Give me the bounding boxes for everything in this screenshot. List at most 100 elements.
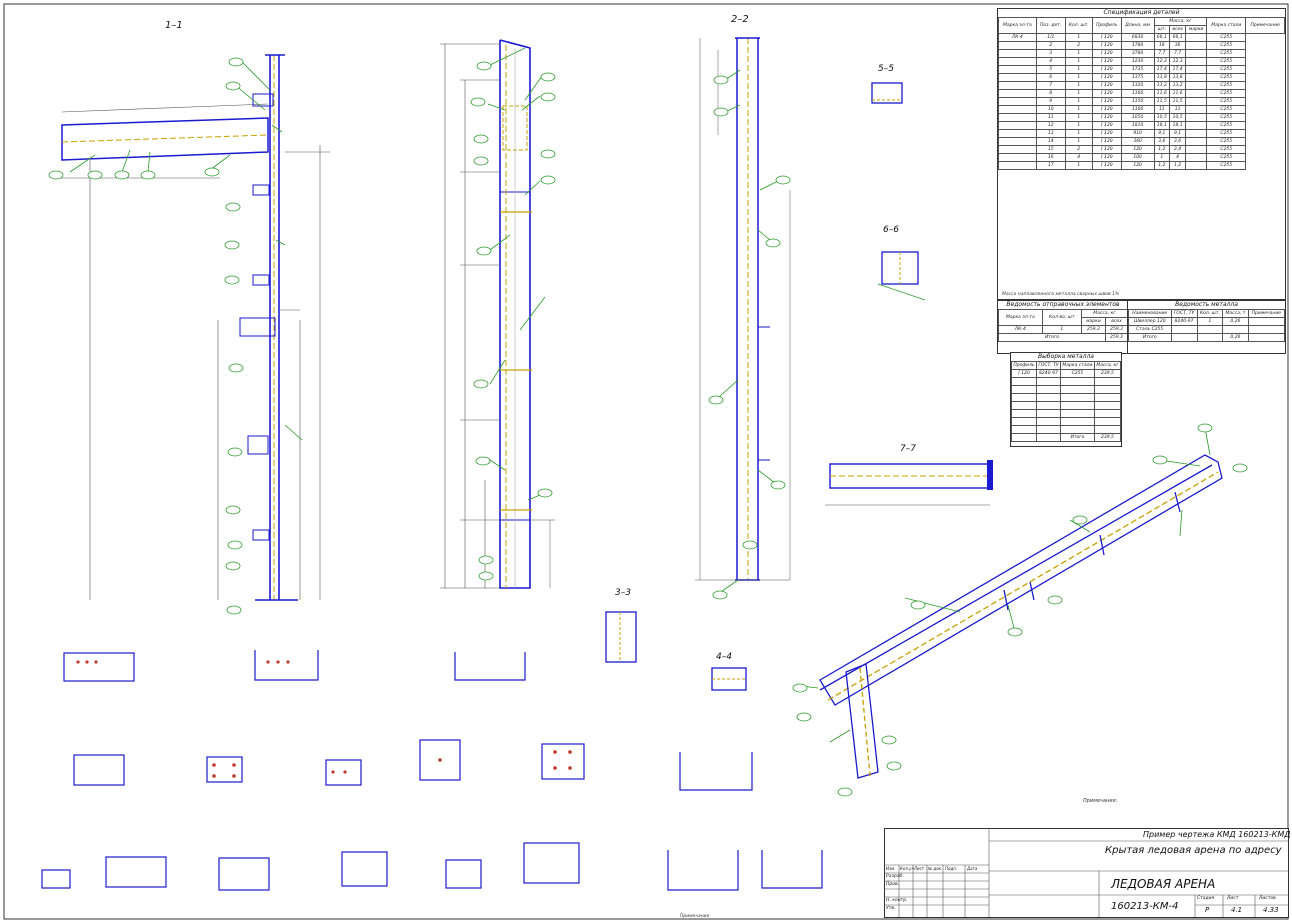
spec-row-cell: 1 <box>1153 153 1171 162</box>
statement-cell: ЛК-4 <box>998 325 1043 334</box>
sortament-row-cell <box>1035 433 1061 442</box>
spec-row-cell <box>998 137 1037 146</box>
statement-table-grid: Марка эл-та Кол-во, шт Масса, кг марки в… <box>997 309 1129 342</box>
statement-table: Ведомость отправочных элементов Марка эл… <box>997 300 1129 354</box>
steel-row: Итого 0,26 <box>1128 333 1286 342</box>
sortament-col-gost: ГОСТ, ТУ <box>1035 361 1061 370</box>
spec-col-mass-all: всех <box>1169 25 1187 34</box>
steel-col-qty: Кол. шт. <box>1196 309 1224 318</box>
col-header: Кол.уч <box>900 866 914 871</box>
spec-row-cell: 12,3 <box>1153 57 1171 66</box>
spec-row-cell: 1 <box>1064 57 1093 66</box>
sortament-row-cell <box>1035 377 1061 386</box>
detail-holes <box>76 660 572 778</box>
sortament-row-cell <box>1035 417 1061 426</box>
spec-row-cell: 120 <box>1120 161 1155 170</box>
title-block-grid <box>885 829 1288 917</box>
role-label: Разраб. <box>886 874 904 879</box>
sortament-row-cell <box>1011 433 1037 442</box>
spec-row-cell: 11,5 <box>1153 97 1171 106</box>
sortament-row-cell <box>1093 401 1122 410</box>
spec-row-cell <box>1185 73 1208 82</box>
steel-row-cell: 1 <box>1196 317 1224 326</box>
sortament-row-cell: Итого <box>1059 433 1095 442</box>
spec-row-cell: 10,5 <box>1169 113 1187 122</box>
steel-row-cell: 0,26 <box>1222 333 1249 342</box>
isometric-view <box>799 427 1223 779</box>
sortament-row-cell <box>1011 409 1037 418</box>
view-1-1 <box>60 54 330 601</box>
spec-row-cell: 360 <box>1120 137 1155 146</box>
sortament-row-cell: С255 <box>1059 369 1095 378</box>
sortament-row-cell <box>1035 393 1061 402</box>
steel-table-title: Ведомость металла <box>1175 301 1238 308</box>
spec-row-cell: 12 <box>1035 121 1066 130</box>
spec-row-cell: 4 <box>1169 153 1187 162</box>
spec-row-cell: 36 <box>1169 41 1187 50</box>
spec-row-cell: 910 <box>1120 129 1155 138</box>
spec-row-cell: 1375 <box>1120 73 1155 82</box>
steel-row-cell: Сталь С255 <box>1128 325 1172 334</box>
spec-row-cell: 9,1 <box>1169 129 1187 138</box>
spec-row-cell <box>1185 153 1208 162</box>
spec-row-cell: [ 120 <box>1091 33 1122 42</box>
steel-row-cell <box>1222 325 1249 334</box>
spec-row-cell <box>998 145 1037 154</box>
spec-row-cell: 7 <box>1035 81 1066 90</box>
spec-table: Спецификация деталей Марка эл-та Поз. де… <box>997 8 1286 300</box>
spec-row-cell: [ 120 <box>1091 129 1122 138</box>
steel-row-cell: Итого <box>1128 333 1172 342</box>
sortament-row-cell <box>1093 393 1122 402</box>
spec-row-cell: 3 <box>1035 49 1066 58</box>
statement-cell: 259,3 <box>1105 325 1128 334</box>
detail-plates <box>41 650 823 891</box>
spec-row-cell <box>998 49 1037 58</box>
sortament-row-cell <box>1059 417 1095 426</box>
spec-row-cell: 16 <box>1035 153 1066 162</box>
sortament-row-cell <box>1035 409 1061 418</box>
notes-title: Примечания: <box>1083 798 1118 804</box>
section-label-3-3: 3–3 <box>615 588 631 598</box>
spec-row-cell: С255 <box>1206 105 1247 114</box>
spec-row-cell <box>1185 33 1208 42</box>
section-label-1-1: 1–1 <box>165 20 183 31</box>
spec-row-cell: С255 <box>1206 113 1247 122</box>
spec-col-note: Примечание <box>1245 17 1285 34</box>
spec-row-cell: С255 <box>1206 41 1247 50</box>
role-label: Н. контр. <box>886 898 908 903</box>
sheet-name: ЛЕДОВАЯ АРЕНА <box>1111 877 1216 891</box>
spec-row-cell: 12,3 <box>1169 57 1187 66</box>
spec-row-cell: 14 <box>1035 137 1066 146</box>
sortament-row-cell <box>1035 425 1061 434</box>
sortament-row-cell <box>1011 385 1037 394</box>
spec-col-pos: Поз. дет. <box>1035 17 1066 34</box>
spec-row-cell: 11,6 <box>1153 89 1171 98</box>
spec-row-cell: 1160 <box>1120 89 1155 98</box>
steel-col-mass: Масса, т <box>1222 309 1249 318</box>
spec-row-cell: [ 120 <box>1091 65 1122 74</box>
sortament-row-cell <box>1059 401 1095 410</box>
spec-row-cell: 17 <box>1035 161 1066 170</box>
spec-row-cell: 18,1 <box>1153 121 1171 130</box>
sortament-row-cell <box>1059 425 1095 434</box>
spec-row-cell: 11 <box>1035 113 1066 122</box>
spec-row-cell <box>1185 129 1208 138</box>
spec-col-mark: Марка эл-та <box>998 17 1037 34</box>
spec-row-cell: 1 <box>1064 113 1093 122</box>
spec-row-cell: 1,2 <box>1169 161 1187 170</box>
sortament-row-cell: 239,5 <box>1093 433 1122 442</box>
spec-row-cell: 1050 <box>1120 113 1155 122</box>
sortament-row-cell <box>1035 385 1061 394</box>
spec-row-cell: [ 120 <box>1091 81 1122 90</box>
sortament-row-cell <box>1093 425 1122 434</box>
sortament-row-cell <box>1093 417 1122 426</box>
sortament-row-cell <box>1035 401 1061 410</box>
spec-row-cell: 2 <box>1035 41 1066 50</box>
title-caption: Пример чертежа КМД 160213-КМД <box>1143 830 1291 839</box>
view-6-6 <box>877 251 926 301</box>
